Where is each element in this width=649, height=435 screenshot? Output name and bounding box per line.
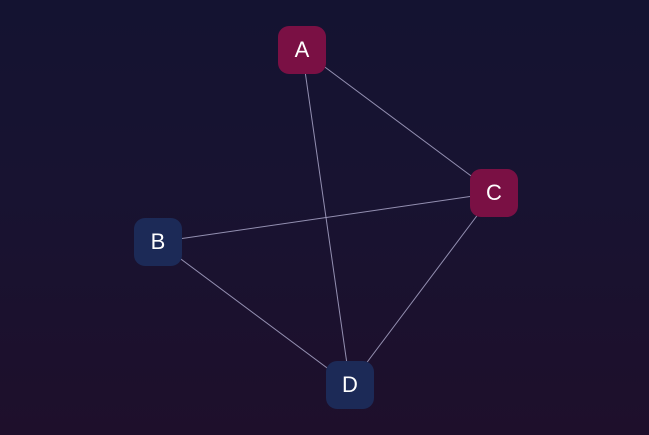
edge-c-d: [349, 192, 495, 386]
edge-b-d: [157, 241, 351, 386]
node-a[interactable]: A: [278, 26, 326, 74]
node-c[interactable]: C: [470, 169, 518, 217]
node-b[interactable]: B: [134, 218, 182, 266]
node-d[interactable]: D: [326, 361, 374, 409]
edge-b-c: [157, 192, 495, 243]
edge-a-c: [301, 49, 495, 194]
